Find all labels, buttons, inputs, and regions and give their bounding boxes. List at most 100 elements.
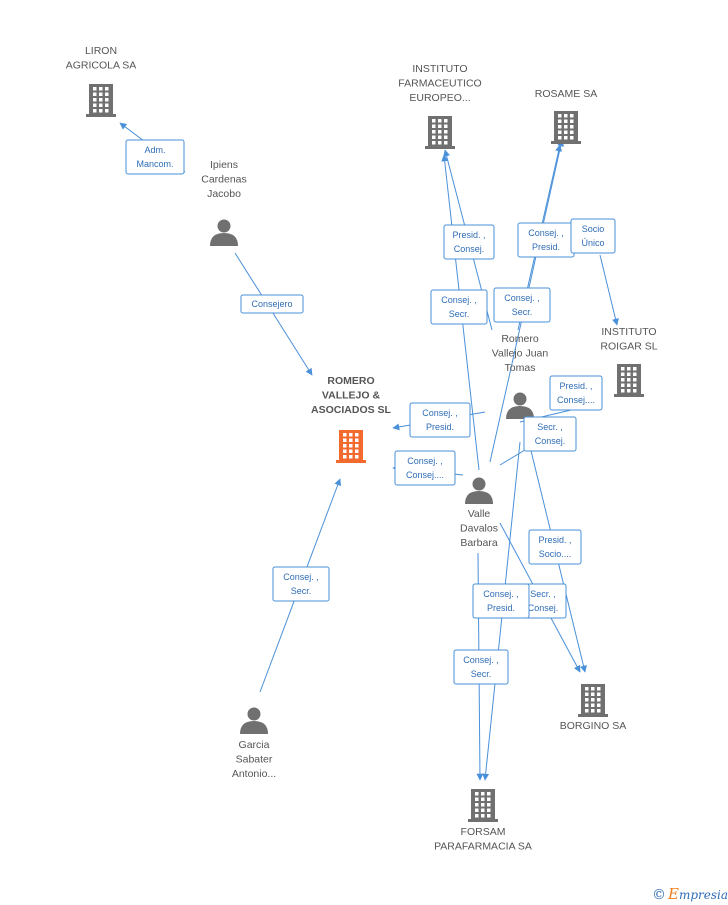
edge-rosame-to-instituto_roigar — [599, 254, 619, 326]
edge-label-romero_juan-to-instituto_roigar[interactable]: Presid. , Consej.... — [549, 375, 603, 411]
edge-label-romero_juan-to-borgino[interactable]: Presid. , Socio.... — [528, 529, 582, 565]
edge-label-valle-to-forsam[interactable]: Consej. , Secr. — [453, 649, 509, 685]
edge-label-text: Único — [581, 238, 604, 248]
edge-label-text: Consej. , — [483, 589, 519, 599]
building-icon — [425, 116, 455, 149]
node-borgino[interactable]: BORGINO SA — [560, 684, 627, 732]
node-label-text: Barbara — [460, 537, 498, 549]
edge-label-romero_juan-to-rosame[interactable]: Consej. , Presid. — [517, 222, 575, 258]
node-label-text: LIRON — [85, 45, 117, 57]
edge-label-text: Adm. — [144, 145, 165, 155]
edge-label-romero_juan-to-forsam[interactable]: Consej. , Presid. — [472, 583, 530, 619]
edge-label-text: Consej. — [454, 244, 485, 254]
node-label-text: Tomas — [505, 362, 536, 374]
edge-label-valle-to-instituto_farm[interactable]: Consej. ,Secr. — [430, 289, 488, 325]
brand-name: mpresia — [678, 888, 728, 902]
node-label-text: ROMERO — [327, 375, 374, 387]
edge-label-text: Presid. — [426, 422, 454, 432]
empresia-watermark[interactable]: ©Empresia — [652, 885, 728, 903]
node-label-text: ROIGAR SL — [600, 341, 657, 353]
node-label-text: INSTITUTO — [601, 326, 656, 338]
node-label-text: AGRICOLA SA — [66, 60, 137, 72]
edge-label-text: Presid. — [487, 603, 515, 613]
node-label-text: FARMACEUTICO — [398, 78, 481, 90]
edge-label-text: Consejero — [251, 299, 292, 309]
brand-initial: E — [667, 885, 679, 903]
edge-label-ipiens-to-liron[interactable]: Adm. Mancom. — [125, 139, 185, 175]
node-instituto_roigar[interactable]: INSTITUTO ROIGAR SL — [600, 326, 658, 397]
edge-label-romero_juan-to-instituto_farm[interactable]: Presid. , Consej. — [443, 224, 495, 260]
node-label-text: FORSAM — [461, 826, 506, 838]
node-label-text: EUROPEO... — [409, 92, 470, 104]
node-label-text: PARAFARMACIA SA — [434, 841, 532, 853]
edge-label-text: Socio.... — [539, 549, 572, 559]
node-rosame[interactable]: ROSAME SA — [535, 88, 597, 144]
node-label-text: ASOCIADOS SL — [311, 404, 392, 416]
person-icon — [210, 219, 238, 246]
edge-label-text: Presid. , — [538, 535, 571, 545]
node-label-text: Cardenas — [201, 174, 247, 186]
node-label-text: BORGINO SA — [560, 720, 627, 732]
edge-label-valle-to-rosame[interactable]: Consej. , Secr. — [493, 287, 551, 323]
edge-label-text: Presid. , — [452, 230, 485, 240]
edge-label-text: Secr. , — [530, 589, 556, 599]
node-label-text: Antonio... — [232, 768, 276, 780]
building-icon — [336, 430, 366, 463]
edge-label-text: Consej. , — [407, 456, 443, 466]
node-garcia[interactable]: GarciaSabaterAntonio... — [232, 707, 276, 781]
edge-label-text: Mancom. — [136, 159, 173, 169]
edge-label-text: Consej. , — [463, 655, 499, 665]
node-label-text: Valle — [468, 508, 491, 520]
edge-label-text: Secr. — [291, 586, 312, 596]
edge-label-text: Secr. — [471, 669, 492, 679]
edge-label-text: Presid. — [532, 242, 560, 252]
node-instituto_farm[interactable]: INSTITUTO FARMACEUTICO EUROPEO... — [398, 63, 482, 149]
edge-label-text: Presid. , — [559, 381, 592, 391]
edge-label-valle-to-romero_vallejo_asoc[interactable]: Consej. , Consej.... — [394, 450, 456, 486]
node-forsam[interactable]: FORSAM PARAFARMACIA SA — [434, 789, 532, 853]
edge-label-text: Consej. , — [422, 408, 458, 418]
edge-label-text: Consej. — [535, 436, 566, 446]
node-label-text: Vallejo Juan — [492, 348, 549, 360]
nodes-layer: LIRON AGRICOLA SA INSTITUTO FARMACEUTICO EUR… — [66, 45, 658, 853]
building-icon — [614, 364, 644, 397]
edge-label-text: Consej.... — [406, 470, 444, 480]
node-label-text: Davalos — [460, 523, 498, 535]
person-icon — [240, 707, 268, 734]
node-label-text: INSTITUTO — [412, 63, 467, 75]
node-label-text: Romero — [501, 333, 539, 345]
edge-label-text: Consej. , — [504, 293, 540, 303]
edge-label-text: Consej. , — [528, 228, 564, 238]
edge-label-text: Secr. , — [537, 422, 563, 432]
building-icon — [578, 684, 608, 717]
edge-label-ipiens-to-romero_vallejo_asoc[interactable]: Consejero — [240, 294, 304, 314]
edge-label-garcia-to-romero_vallejo_asoc[interactable]: Consej. , Secr. — [272, 566, 330, 602]
edge-label-romero_juan-to-romero_vallejo_asoc[interactable]: Consej. , Presid. — [409, 402, 471, 438]
edge-ipiens-to-romero_vallejo_asoc — [234, 252, 313, 376]
person-icon — [506, 392, 534, 419]
person-icon — [465, 477, 493, 504]
building-icon — [86, 84, 116, 117]
edge-label-text: Socio — [582, 224, 605, 234]
edge-label-text: Consej.... — [557, 395, 595, 405]
copyright-icon: © — [651, 887, 666, 903]
node-label-text: ROSAME SA — [535, 88, 597, 100]
node-label-text: VALLEJO & — [322, 390, 381, 402]
node-label-text: Garcia — [239, 739, 270, 751]
edge-label-text: Secr. — [512, 307, 533, 317]
edge-label-text: Consej. , — [283, 572, 319, 582]
edge-label-text: Consej. , — [441, 295, 477, 305]
edge-label-text: Consej. — [528, 603, 559, 613]
node-label-text: Sabater — [236, 754, 273, 766]
node-liron[interactable]: LIRON AGRICOLA SA — [66, 45, 137, 117]
node-label-text: Ipiens — [210, 159, 238, 171]
node-romero_vallejo_asoc[interactable]: ROMERO VALLEJO & ASOCIADOS SL — [311, 375, 392, 463]
edge-label-valle-to-instituto_roigar[interactable]: Secr. , Consej. — [523, 416, 577, 452]
building-icon — [551, 111, 581, 144]
